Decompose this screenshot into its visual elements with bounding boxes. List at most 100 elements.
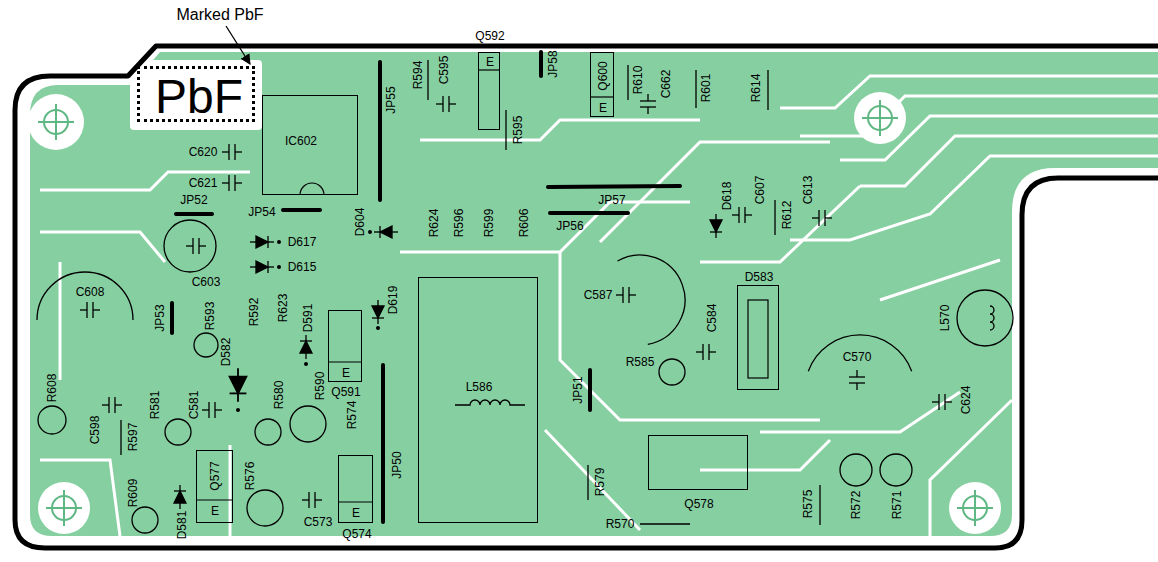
- part-label: C570: [843, 351, 872, 363]
- part-name: Q578: [684, 498, 713, 510]
- jumper-wire: [170, 303, 174, 333]
- part-label: R601: [700, 74, 712, 103]
- resistor-symbol: [194, 333, 218, 357]
- inductor-outline: L586: [418, 277, 538, 523]
- part-label: C620: [189, 146, 218, 158]
- capacitor-symbol: [102, 397, 122, 413]
- capacitor-symbol: [302, 492, 322, 508]
- diode-symbol: [174, 485, 186, 509]
- part-label: C581: [188, 391, 200, 420]
- diode-symbol: [230, 368, 247, 402]
- part-label: L570: [939, 305, 951, 332]
- part-label: C598: [89, 416, 101, 445]
- cathode-dot: [277, 265, 281, 269]
- capacitor-symbol: [696, 344, 716, 360]
- component-detail: [328, 361, 362, 362]
- transistor-outline: Q578: [648, 435, 748, 490]
- part-label: D591: [302, 304, 314, 333]
- resistor-symbol: [627, 65, 628, 100]
- part-label: C607: [754, 176, 766, 205]
- jumper-wire: [539, 52, 543, 76]
- resistor-symbol: [767, 70, 768, 110]
- capacitor-symbol: [616, 287, 636, 303]
- jumper-wire: [172, 52, 680, 522]
- part-label: R575: [802, 490, 814, 519]
- part-label: JP56: [556, 220, 583, 232]
- ic-outline: IC602: [262, 95, 358, 195]
- part-label: R574: [346, 401, 358, 430]
- transistor-outline: Q600E: [590, 52, 614, 117]
- capacitor-symbol: [812, 210, 832, 226]
- part-name: E: [342, 367, 350, 379]
- part-label: C624: [960, 386, 972, 415]
- part-name: IC602: [285, 135, 317, 147]
- part-name: Q577: [209, 461, 221, 490]
- part-label: D619: [387, 286, 399, 315]
- part-label: C608: [76, 286, 105, 298]
- jumper-wire: [176, 212, 212, 216]
- transistor-outline: Q577E: [196, 450, 233, 523]
- part-label: D617: [288, 236, 317, 248]
- part-label: R623: [277, 294, 289, 323]
- resistor-symbol: [38, 406, 66, 434]
- jumper-wire: [550, 211, 628, 215]
- transistor-outline: EQ574: [338, 455, 373, 523]
- part-label: R606: [518, 209, 530, 238]
- part-label: D618: [721, 182, 733, 211]
- mounting-hole: [38, 100, 993, 526]
- inductor-symbol: [957, 290, 1013, 346]
- jumper-wire: [381, 365, 385, 522]
- resistor-symbol: [255, 419, 281, 445]
- mounting-hole: [55, 104, 57, 140]
- part-label: D582: [220, 338, 232, 367]
- part-label: D604: [354, 208, 366, 237]
- inductor-symbol: [990, 306, 994, 330]
- part-label: R590: [314, 372, 326, 401]
- resistor-symbol: [132, 507, 158, 533]
- copper-area: [30, 52, 1158, 536]
- cathode-dot: [277, 240, 281, 244]
- mounting-hole: [974, 490, 976, 526]
- electrolytic-outline: [618, 255, 685, 344]
- part-name: E: [352, 507, 360, 519]
- part-label: R576: [244, 462, 256, 491]
- capacitor-symbol: [640, 94, 656, 114]
- diode-symbol: [710, 214, 722, 238]
- capacitor-symbol: [732, 207, 752, 223]
- board-outline: [15, 46, 1158, 548]
- resistor-symbol: [290, 406, 326, 442]
- part-label: C621: [189, 177, 218, 189]
- electrolytic-outline: [164, 220, 216, 272]
- resistor-symbol: [640, 523, 690, 524]
- resistor-symbol: [659, 359, 685, 385]
- mounting-hole: [879, 100, 881, 136]
- trace-gaps: [40, 76, 1158, 536]
- part-label: JP52: [180, 194, 207, 206]
- part-label: JP54: [248, 206, 275, 218]
- component-detail: [478, 69, 500, 70]
- part-label: JP58: [547, 50, 559, 77]
- pin-mark: E: [599, 102, 607, 114]
- electrolytic-outline: [37, 220, 912, 371]
- capacitor-symbol: [80, 302, 100, 318]
- trace-gaps: [40, 232, 165, 262]
- part-label: C584: [706, 304, 718, 333]
- part-name: PbF: [155, 73, 243, 121]
- trace-gaps: [880, 260, 1000, 300]
- clear-areas: [949, 482, 1001, 534]
- part-label: R570: [606, 518, 635, 530]
- clear-areas: [130, 60, 262, 130]
- diode-symbol: [250, 261, 274, 273]
- resistor-symbol: [774, 200, 775, 235]
- cathode-dot: [236, 230, 380, 412]
- part-label: R579: [594, 468, 606, 497]
- pin-mark: Q591: [331, 386, 360, 398]
- diode-symbol: [250, 236, 274, 248]
- component-detail: [196, 70, 768, 502]
- part-label: R599: [483, 209, 495, 238]
- resistor-symbol: [165, 419, 191, 445]
- pin-mark: Q574: [342, 528, 371, 540]
- cathode-dot: [368, 230, 372, 234]
- capacitor-symbol: [222, 175, 242, 191]
